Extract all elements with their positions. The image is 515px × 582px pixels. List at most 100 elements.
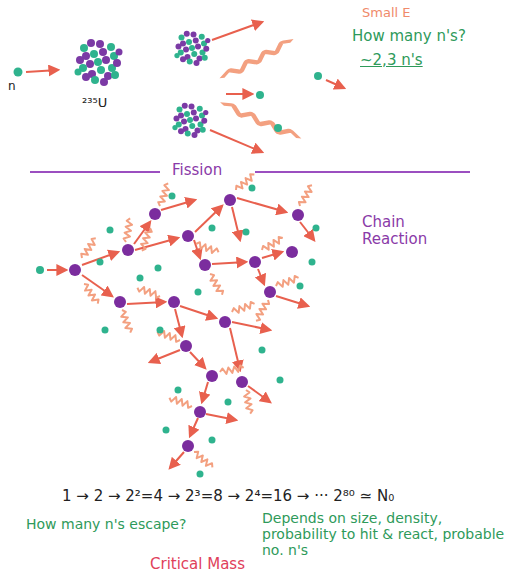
section-heading: Chain Reaction — [362, 214, 442, 249]
particle-dot — [286, 246, 298, 258]
particle-dot — [122, 244, 134, 256]
particle-dot — [313, 225, 320, 232]
particle-dot — [297, 283, 304, 290]
drawn-figure — [253, 299, 270, 323]
particle-dot — [69, 264, 81, 276]
drawn-figure — [234, 172, 256, 192]
neutron-label: n — [8, 80, 16, 94]
particle-dot — [169, 193, 176, 200]
particle-dot — [224, 194, 236, 206]
isotope-label: ²³⁵U — [82, 96, 107, 111]
neutron-arrow — [210, 130, 262, 152]
particle-dot — [277, 377, 284, 384]
neutron-arrow — [180, 306, 216, 318]
drawn-figure — [220, 38, 293, 82]
drawn-figure — [123, 218, 133, 243]
neutron-arrow — [206, 414, 236, 420]
answer-note: ~2,3 n's — [360, 52, 423, 69]
neutron-arrow — [212, 262, 246, 264]
drawn-figure — [192, 450, 214, 470]
energy-note: Small E — [362, 6, 410, 21]
drawn-figure — [231, 301, 256, 315]
drawn-figure — [261, 235, 285, 252]
particle-dot — [199, 259, 211, 271]
particle-dot — [102, 327, 109, 334]
neutron-arrow — [262, 252, 282, 258]
neutron-arrow — [161, 200, 195, 210]
particle-dot — [274, 124, 282, 132]
particle-dot — [157, 327, 164, 334]
particle-dot — [137, 275, 144, 282]
particle-dot — [14, 68, 23, 77]
particle-dot — [264, 286, 276, 298]
neutron-arrow — [190, 418, 198, 436]
drawn-figure — [275, 275, 300, 289]
neutron-arrow — [226, 93, 252, 95]
drawn-figure — [243, 389, 253, 414]
neutron-arrow — [202, 382, 208, 402]
particle-dot — [180, 340, 192, 352]
particle-dot — [107, 227, 114, 234]
particle-dot — [182, 440, 194, 452]
drawn-figure — [136, 285, 161, 299]
particle-dot — [206, 370, 218, 382]
neutron-arrow — [276, 296, 308, 306]
particle-dot — [314, 72, 322, 80]
neutron-arrow — [230, 328, 240, 370]
particle-dot — [225, 399, 232, 406]
drawn-figure — [174, 31, 210, 66]
particle-dot — [114, 296, 126, 308]
particle-dot — [194, 406, 206, 418]
particle-dot — [249, 256, 261, 268]
particle-dot — [309, 259, 316, 266]
growth-equation: 1 → 2 → 2²=4 → 2³=8 → 2⁴=16 → ··· 2⁸⁰ ≃ … — [62, 488, 394, 505]
drawn-figure — [80, 237, 99, 260]
neutron-arrow — [300, 222, 314, 240]
question-note: How many n's escape? — [26, 516, 186, 532]
neutron-arrow — [258, 269, 264, 284]
particle-dot — [163, 427, 170, 434]
particle-dot — [292, 209, 304, 221]
neutron-arrow — [237, 198, 286, 212]
explanation-note: Depends on size, density, probability to… — [262, 510, 507, 558]
particle-dot — [236, 376, 248, 388]
particle-dot — [249, 185, 256, 192]
particle-dot — [182, 230, 194, 242]
concept-label: Critical Mass — [150, 556, 245, 573]
particle-dot — [36, 266, 44, 274]
drawn-figure — [221, 101, 301, 142]
neutron-arrow — [82, 275, 112, 296]
chain-reaction — [36, 172, 320, 477]
neutron-arrow — [175, 309, 182, 336]
particle-dot — [256, 91, 264, 99]
question-note: How many n's? — [352, 28, 466, 45]
neutron-arrow — [212, 22, 262, 40]
particle-dot — [155, 265, 162, 272]
neutron-arrow — [248, 386, 270, 402]
drawn-figure — [168, 395, 193, 409]
particle-dot — [149, 208, 161, 220]
neutron-arrow — [26, 70, 58, 72]
section-heading: Fission — [172, 162, 222, 179]
neutron-arrow — [232, 322, 270, 330]
neutron-arrow — [170, 452, 184, 468]
neutron-arrow — [195, 206, 222, 232]
neutron-arrow — [150, 350, 180, 362]
neutron-arrow — [255, 171, 470, 173]
drawn-figure — [172, 103, 208, 138]
drawn-figure — [195, 241, 220, 255]
particle-dot — [219, 316, 231, 328]
neutron-arrow — [127, 302, 165, 304]
neutron-arrow — [190, 352, 205, 368]
particle-dot — [209, 225, 216, 232]
particle-dot — [175, 387, 182, 394]
particle-dot — [168, 296, 180, 308]
drawn-figure — [119, 309, 133, 334]
drawn-figure — [219, 365, 244, 375]
drawn-figure — [82, 282, 101, 305]
drawn-figure — [297, 184, 314, 208]
drawn-figure — [207, 273, 224, 297]
neutron-arrow — [30, 171, 160, 173]
drawn-figure — [139, 227, 153, 252]
